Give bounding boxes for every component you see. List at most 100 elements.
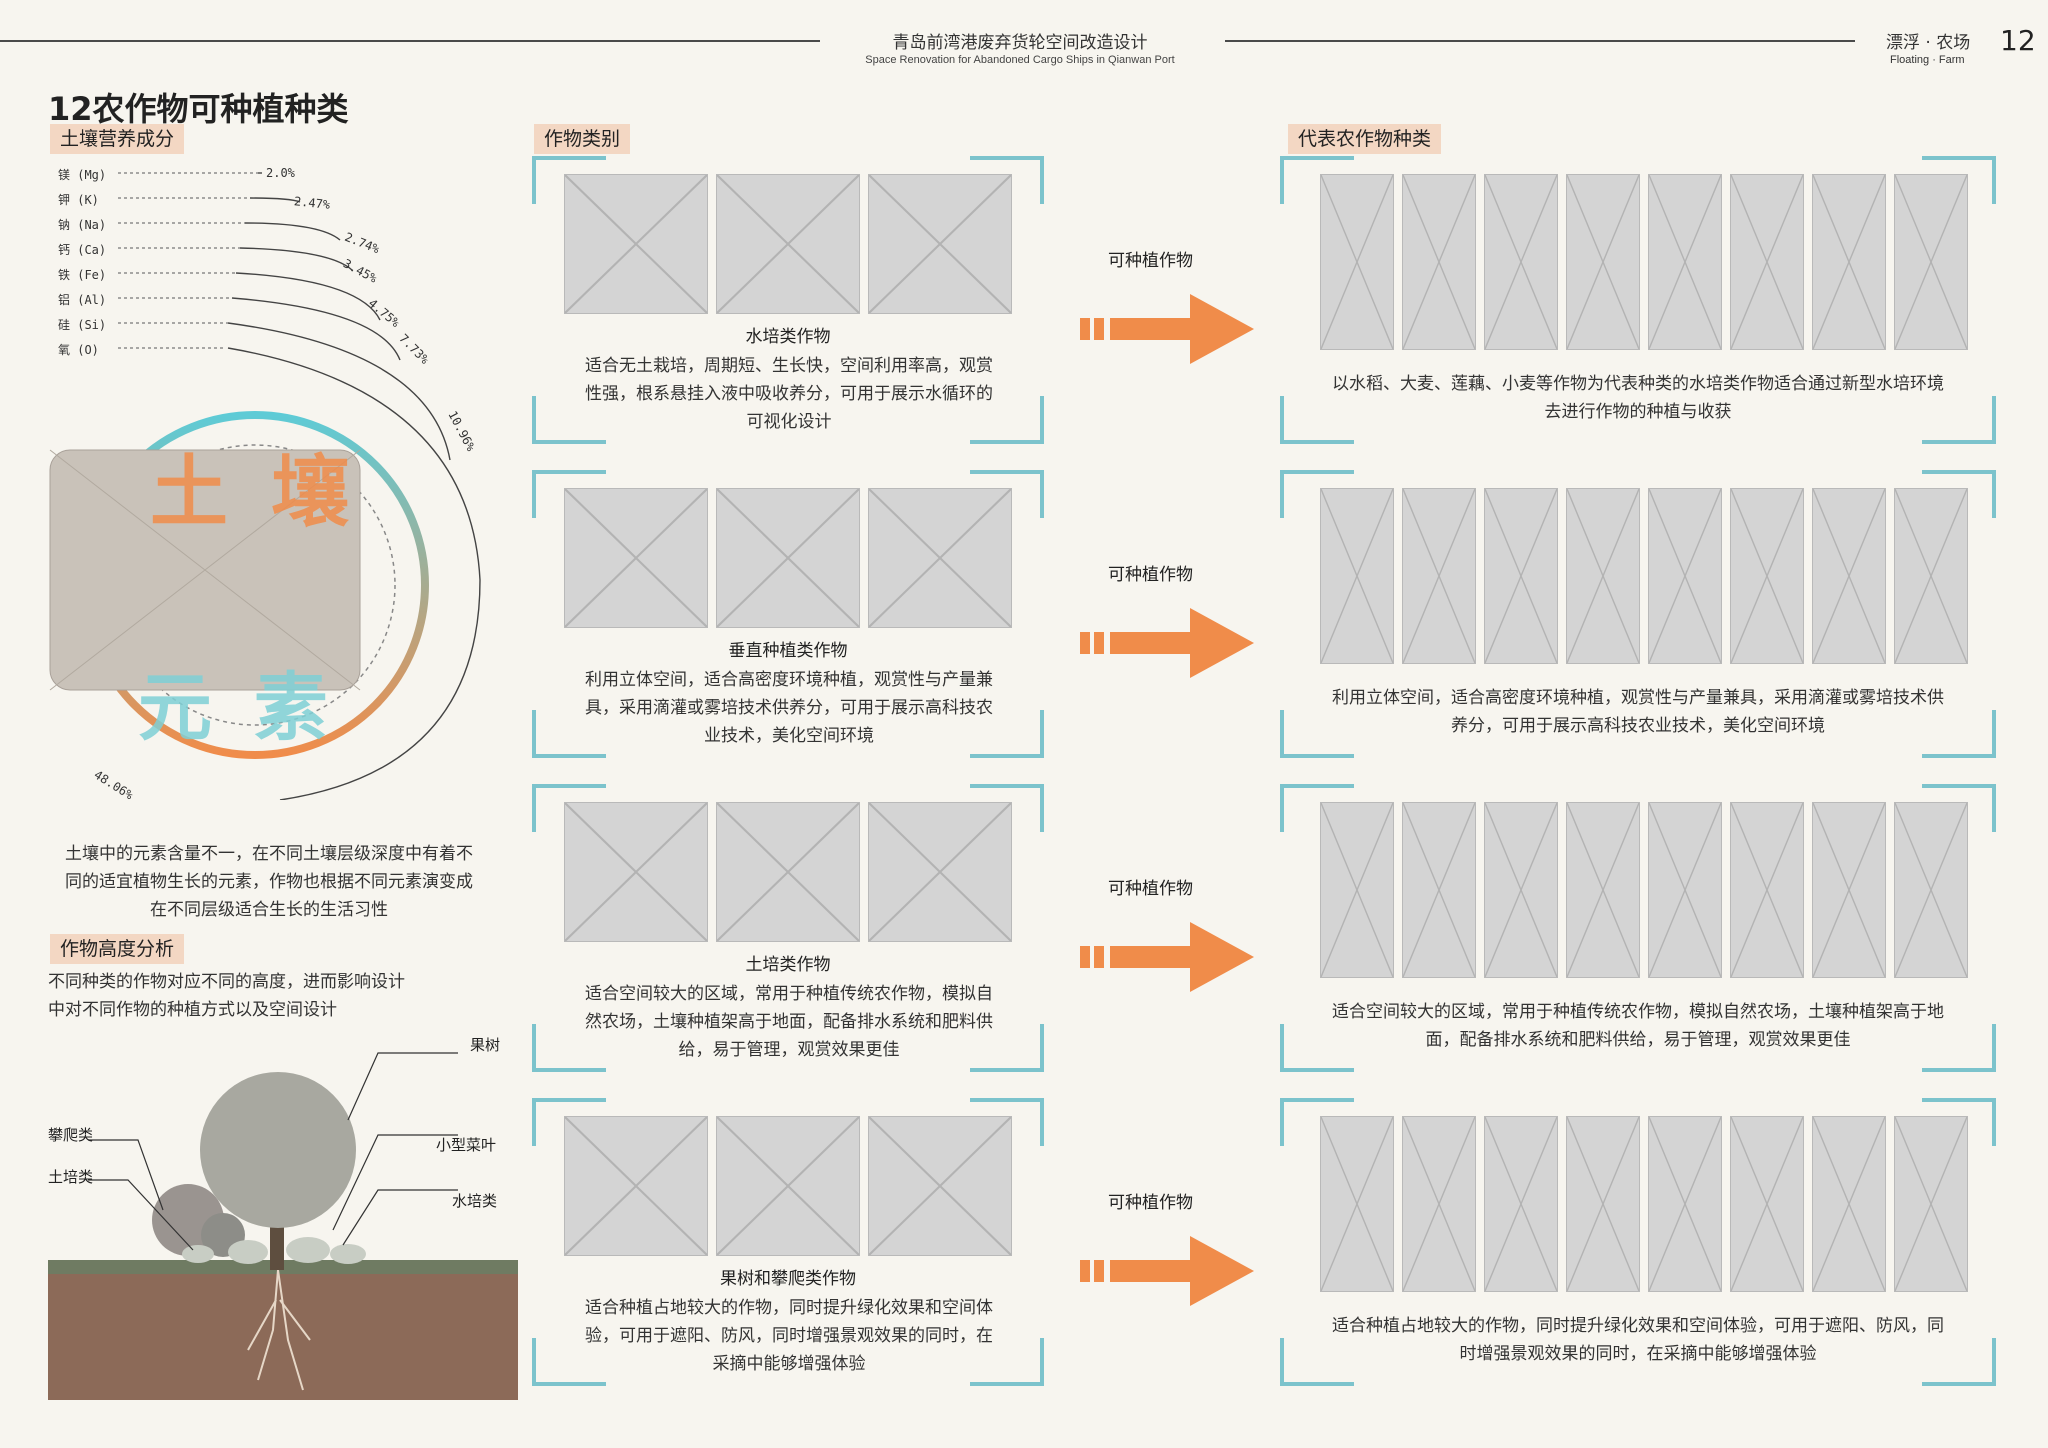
frame-corner <box>1922 784 1996 832</box>
soil-label-na: 钠 (Na) <box>58 218 107 232</box>
category-photo <box>564 802 708 942</box>
header-rule-left <box>0 40 820 42</box>
representative-crop-photo <box>1812 488 1886 664</box>
header-title-cn: 青岛前湾港废弃货轮空间改造设计 <box>892 33 1148 53</box>
label-small-leaf: 小型菜叶 <box>436 1136 497 1154</box>
category-name: 垂直种植类作物 <box>728 641 848 661</box>
representative-crop-photo <box>1320 174 1394 350</box>
frame-corner <box>1922 710 1996 758</box>
category-photo <box>716 1116 860 1256</box>
frame-corner <box>1922 156 1996 204</box>
category-frame <box>532 784 1044 1072</box>
representative-crop-photo <box>1484 174 1558 350</box>
frame-corner <box>532 396 606 444</box>
header-rule-right <box>1225 40 1855 42</box>
representative-crop-photo <box>1484 802 1558 978</box>
plantable-crop-label: 可种植作物 <box>1108 1193 1193 1213</box>
frame-corner <box>532 1024 606 1072</box>
representative-crop-photo <box>1566 174 1640 350</box>
representative-crop-photo <box>1648 1116 1722 1292</box>
representative-crop-photo <box>1730 488 1804 664</box>
representative-crop-photo <box>1402 174 1476 350</box>
soil-label-ca: 钙 (Ca) <box>58 243 107 257</box>
soil-big-text-2: 元 素 <box>138 665 336 751</box>
frame-corner <box>1280 1098 1354 1146</box>
representative-frame <box>1280 784 1996 1072</box>
soil-label-fe: 铁 (Fe) <box>58 268 107 282</box>
frame-corner <box>532 156 606 204</box>
frame-corner <box>1280 784 1354 832</box>
frame-corner <box>970 1024 1044 1072</box>
category-name: 果树和攀爬类作物 <box>720 1269 856 1289</box>
representative-crop-photo <box>1648 802 1722 978</box>
soil-big-text-1: 土 壤 <box>150 448 358 538</box>
frame-corner <box>970 710 1044 758</box>
representative-crop-photo <box>1894 802 1968 978</box>
frame-corner <box>970 784 1044 832</box>
frame-corner <box>970 396 1044 444</box>
soil-tag: 土壤营养成分 <box>50 124 185 154</box>
category-frame <box>532 156 1044 444</box>
representative-crop-photo <box>1320 488 1394 664</box>
representative-crop-photo <box>1402 802 1476 978</box>
category-frame <box>532 470 1044 758</box>
plantable-crop-label: 可种植作物 <box>1108 565 1193 585</box>
representative-crop-photo <box>1484 488 1558 664</box>
representative-frame <box>1280 1098 1996 1386</box>
frame-corner <box>532 470 606 518</box>
representative-crop-photo <box>1484 1116 1558 1292</box>
representative-frame <box>1280 156 1996 444</box>
frame-corner <box>1922 1024 1996 1072</box>
frame-corner <box>1922 470 1996 518</box>
soil-label-si: 硅 (Si) <box>58 318 107 332</box>
height-illustration <box>48 1040 518 1400</box>
frame-corner <box>970 1098 1044 1146</box>
category-description: 适合无土栽培，周期短、生长快，空间利用率高，观赏性强，根系悬挂入液中吸收养分，可… <box>585 356 993 432</box>
soil-label-mg: 镁 (Mg) <box>58 168 107 182</box>
category-photo <box>564 174 708 314</box>
frame-corner <box>532 1098 606 1146</box>
page-title: 12农作物可种植种类 <box>48 90 349 128</box>
representative-frame <box>1280 470 1996 758</box>
frame-corner <box>1280 710 1354 758</box>
frame-corner <box>1922 396 1996 444</box>
representative-description: 以水稻、大麦、莲藕、小麦等作物为代表种类的水培类作物适合通过新型水培环境去进行作… <box>1332 374 1944 422</box>
right-arrow-icon <box>1080 922 1254 992</box>
representative-crop-photo <box>1730 802 1804 978</box>
height-description: 不同种类的作物对应不同的高度，进而影响设计中对不同作物的种植方式以及空间设计 <box>48 972 405 1020</box>
representative-crop-photo <box>1566 488 1640 664</box>
representative-description: 适合空间较大的区域，常用于种植传统农作物，模拟自然农场，土壤种植架高于地面，配备… <box>1332 1002 1944 1050</box>
representative-crop-photo <box>1894 174 1968 350</box>
representative-crop-photo <box>1566 1116 1640 1292</box>
soil-description: 土壤中的元素含量不一，在不同土壤层级深度中有着不同的适宜植物生长的元素，作物也根… <box>65 844 473 920</box>
frame-corner <box>1922 1098 1996 1146</box>
height-tag: 作物高度分析 <box>50 934 185 964</box>
header-title-en: Space Renovation for Abandoned Cargo Shi… <box>865 54 1175 66</box>
frame-corner <box>1280 470 1354 518</box>
representative-crop-photo <box>1648 174 1722 350</box>
right-arrow-icon <box>1080 608 1254 678</box>
category-description: 适合空间较大的区域，常用于种植传统农作物，模拟自然农场，土壤种植架高于地面，配备… <box>585 984 993 1060</box>
label-climbing: 攀爬类 <box>48 1126 94 1144</box>
frame-corner <box>1280 1338 1354 1386</box>
category-frame <box>532 1098 1044 1386</box>
representative-crop-photo <box>1812 174 1886 350</box>
soil-value-mg: 2.0% <box>266 166 295 180</box>
right-arrow-icon <box>1080 1236 1254 1306</box>
representative-crop-photo <box>1812 1116 1886 1292</box>
category-photo <box>868 488 1012 628</box>
category-description: 适合种植占地较大的作物，同时提升绿化效果和空间体验，可用于遮阳、防风，同时增强景… <box>585 1298 993 1374</box>
frame-corner <box>970 470 1044 518</box>
category-photo <box>564 488 708 628</box>
representative-crop-photo <box>1812 802 1886 978</box>
category-description: 利用立体空间，适合高密度环境种植，观赏性与产量兼具，采用滴灌或雾培技术供养分，可… <box>585 670 993 746</box>
representative-tag: 代表农作物种类 <box>1288 124 1442 154</box>
categories-tag: 作物类别 <box>534 124 631 154</box>
header-section-en: Floating · Farm <box>1890 54 1965 66</box>
frame-corner <box>532 784 606 832</box>
frame-corner <box>970 1338 1044 1386</box>
representative-crop-photo <box>1566 802 1640 978</box>
soil-nutrient-chart <box>118 172 481 800</box>
category-photo <box>868 174 1012 314</box>
representative-crop-photo <box>1730 174 1804 350</box>
